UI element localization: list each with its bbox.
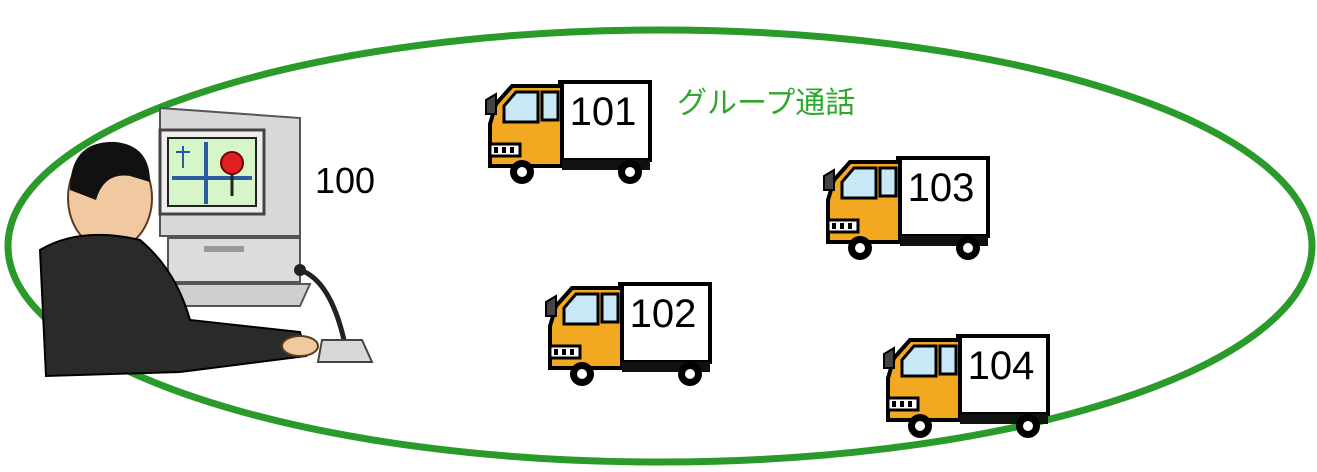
truck-104-label: 104 bbox=[967, 344, 1035, 388]
dispatcher-computer-icon bbox=[38, 106, 374, 378]
group-call-label: グループ通話 bbox=[677, 86, 856, 121]
operator-id-label: 100 bbox=[315, 160, 376, 201]
truck-103-label: 103 bbox=[907, 166, 975, 210]
truck-101-label: 101 bbox=[569, 90, 637, 134]
group-call-ellipse bbox=[4, 26, 1316, 466]
truck-102-label: 102 bbox=[629, 292, 697, 336]
